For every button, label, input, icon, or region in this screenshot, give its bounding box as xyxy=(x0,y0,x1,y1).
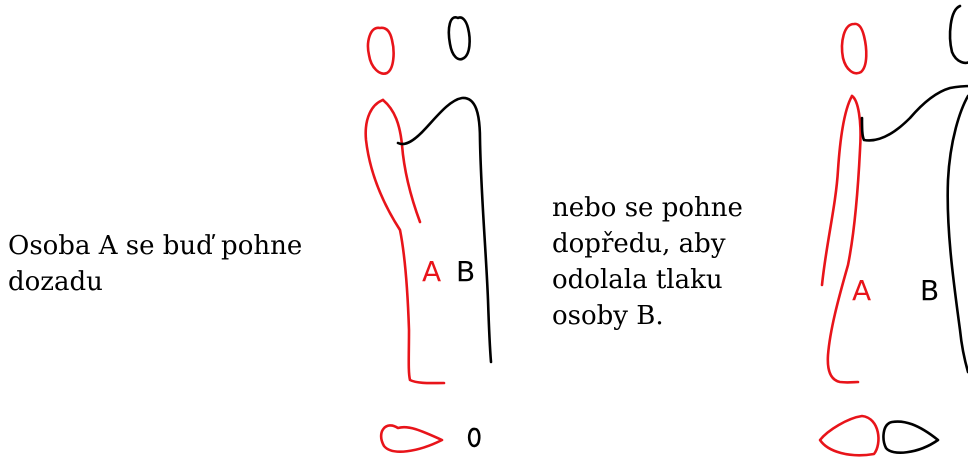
person-a-label: A xyxy=(852,274,871,307)
caption-move-forward: nebo se pohne dopředu, aby odolala tlaku… xyxy=(552,190,760,334)
figure-scene-1: A B xyxy=(364,16,493,453)
caption-middle-line-3: odolala tlaku xyxy=(552,265,723,295)
caption-move-back: Osoba A se buď pohne dozadu xyxy=(8,228,328,300)
caption-middle-line-2: dopředu, aby xyxy=(552,229,726,259)
person-a-arm xyxy=(381,98,422,224)
person-b-label: B xyxy=(456,255,475,288)
caption-middle-line-1: nebo se pohne xyxy=(552,193,743,223)
person-b-front xyxy=(946,94,968,374)
person-b-label: B xyxy=(920,274,939,307)
person-a-label: A xyxy=(422,255,441,288)
person-b-foot xyxy=(467,427,481,448)
caption-left-line-2: dozadu xyxy=(8,267,103,297)
person-b-figure-2 xyxy=(860,4,968,454)
person-a-figure-1 xyxy=(364,26,446,453)
person-b-body xyxy=(396,96,493,364)
person-b-head xyxy=(447,16,471,61)
person-a-foot xyxy=(818,414,880,457)
person-a-head xyxy=(840,22,868,75)
person-a-foot xyxy=(379,424,444,453)
person-b-head xyxy=(948,4,968,65)
person-b-foot xyxy=(882,420,940,454)
caption-left-line-1: Osoba A se buď pohne xyxy=(8,231,303,261)
person-b-figure-1 xyxy=(396,16,493,448)
person-a-body xyxy=(820,94,854,287)
figure-scene-2: A B xyxy=(818,4,968,457)
person-b-body xyxy=(860,84,968,142)
caption-middle-line-4: osoby B. xyxy=(552,301,664,331)
person-a-body xyxy=(364,98,446,385)
person-a-back xyxy=(826,94,862,384)
person-a-figure-2 xyxy=(818,22,880,457)
person-a-head xyxy=(366,26,395,75)
